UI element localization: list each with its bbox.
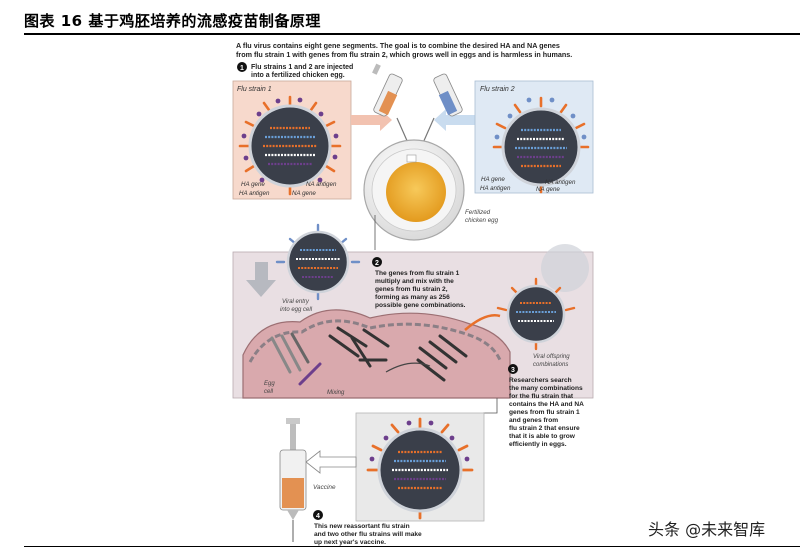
step3-text-line3: for the flu strain that	[509, 393, 574, 400]
step2-text-line5: possible gene combinations.	[375, 302, 466, 309]
egg-cell-label-line2: cell	[264, 389, 274, 395]
strain1-ha-gene-label: HA gene	[241, 181, 265, 188]
step4-text-line2: and two other flu strains will make	[314, 531, 422, 538]
viral-entry-label-line2: into egg cell	[280, 307, 313, 313]
vaccine-syringe	[279, 418, 307, 542]
strain1-panel: Flu strain 1	[232, 80, 352, 200]
strain1-na-antigen-label: NA antigen	[306, 181, 337, 188]
strain1-na-gene-label: NA gene	[292, 190, 316, 197]
arrow-strain2-to-egg	[434, 109, 475, 131]
step1-text-line1: Flu strains 1 and 2 are injected	[251, 64, 353, 71]
step1-number: 1	[240, 65, 244, 72]
step3-text-line2: the many combinations	[509, 385, 583, 392]
strain2-ha-gene-label: HA gene	[481, 176, 505, 183]
bottom-divider	[24, 546, 800, 547]
title-divider	[24, 33, 800, 35]
step2-text-line4: forming as many as 256	[375, 294, 450, 301]
step3-text-line8: that it is able to grow	[509, 433, 576, 440]
step3-text-line4: contains the HA and NA	[509, 401, 584, 408]
step3-badge	[508, 364, 518, 374]
strain2-na-antigen-label: NA antigen	[545, 179, 576, 186]
step4-text-line3: up next year's vaccine.	[314, 539, 386, 546]
entering-virus	[275, 223, 361, 301]
strain1-virus	[238, 95, 342, 196]
strain2-panel: Flu strain 2 HA gene HA antigen	[474, 80, 594, 194]
strain2-virus	[492, 96, 590, 194]
step2-text-line3: genes from flu strain 2,	[375, 286, 448, 293]
step4-number: 4	[316, 513, 320, 520]
budding-arrow	[464, 314, 501, 331]
page-title: 图表 16 基于鸡胚培养的流感疫苗制备原理	[24, 12, 321, 30]
background-virus	[541, 244, 589, 292]
viral-entry-label-line1: Viral entry	[282, 299, 310, 305]
strain1-label: Flu strain 1	[237, 86, 272, 93]
step3-connector	[483, 398, 498, 414]
step2-number: 2	[375, 260, 379, 267]
viral-offspring-label-line2: combinations	[533, 362, 568, 368]
selected-strain-panel	[355, 412, 485, 522]
step1-text-line2: into a fertilized chicken egg.	[251, 72, 345, 79]
arrow-to-vaccine	[305, 450, 357, 474]
step2-text-line1: The genes from flu strain 1	[375, 270, 460, 277]
vaccine-label: Vaccine	[313, 484, 336, 491]
step3-text-line5: genes from flu strain 1	[509, 409, 580, 416]
step3-text-line1: Researchers search	[509, 377, 572, 384]
syringe-strain1	[372, 63, 413, 153]
step3-text-line9: efficiently in eggs.	[509, 441, 567, 448]
syringe-strain2	[418, 73, 463, 153]
fertilized-egg	[363, 139, 465, 241]
strain2-label: Flu strain 2	[480, 86, 515, 93]
step4-text-line1: This new reassortant flu strain	[314, 523, 410, 530]
step4-badge	[313, 510, 323, 520]
fertilized-egg-label-line2: chicken egg	[465, 217, 499, 224]
egg-cell-panel	[232, 244, 594, 399]
egg-cell-label-line1: Egg	[264, 381, 275, 387]
strain2-na-gene-label: NA gene	[536, 186, 560, 193]
fertilized-egg-label-line1: Fertilized	[465, 209, 491, 216]
gene-segments	[270, 326, 468, 386]
step1-badge	[237, 62, 247, 72]
step2-badge	[372, 257, 382, 267]
mixing-label: Mixing	[327, 390, 345, 396]
mixing-arrow	[385, 362, 431, 373]
step2-text-line2: multiply and mix with the	[375, 278, 454, 285]
watermark-text: 头条 @未来智库	[648, 520, 766, 539]
strain2-ha-antigen-label: HA antigen	[480, 185, 511, 192]
intro-text-line1: A flu virus contains eight gene segments…	[236, 41, 560, 50]
intro-text-line2: from flu strain 1 with genes from flu st…	[236, 50, 572, 59]
step3-text-line7: flu strain 2 that ensure	[509, 425, 580, 432]
viral-entry-arrow	[246, 262, 276, 297]
viral-offspring-label-line1: Viral offspring	[533, 354, 570, 360]
strain1-ha-antigen-label: HA antigen	[239, 190, 270, 197]
offspring-virus	[496, 277, 576, 351]
step3-text-line6: and genes from	[509, 417, 558, 424]
step3-number: 3	[511, 367, 515, 374]
